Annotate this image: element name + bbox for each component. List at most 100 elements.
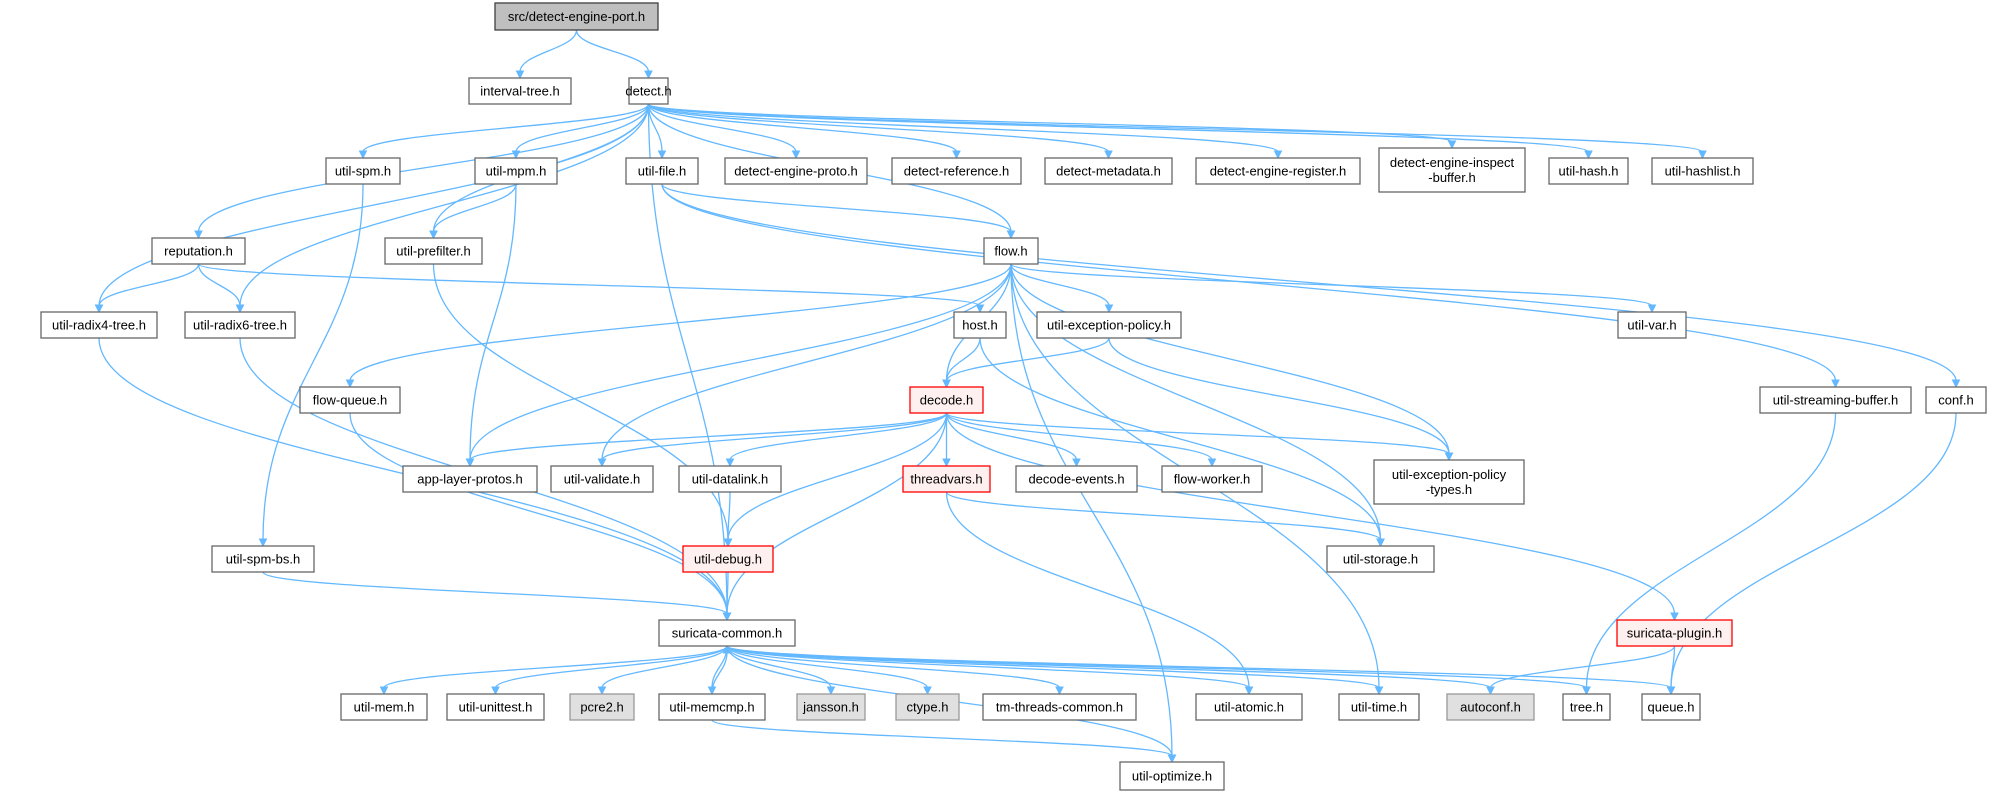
- edge-suricata-common-to-ctype: [726, 645, 932, 696]
- node-suricata-common[interactable]: suricata-common.h: [658, 619, 796, 647]
- node-box: [1338, 693, 1420, 721]
- edge-detect-to-detect-reference: [647, 103, 961, 160]
- node-tm-threads-common[interactable]: tm-threads-common.h: [982, 693, 1137, 721]
- node-root[interactable]: src/detect-engine-port.h: [494, 2, 659, 31]
- node-detect-metadata[interactable]: detect-metadata.h: [1044, 157, 1173, 185]
- edge-suricata-common-to-util-unittest: [491, 645, 728, 696]
- edge-util-memcmp-to-suricata-common: [711, 644, 732, 695]
- node-util-validate[interactable]: util-validate.h: [550, 465, 654, 493]
- node-decode-events[interactable]: decode-events.h: [1015, 465, 1138, 493]
- node-util-debug[interactable]: util-debug.h: [682, 545, 774, 573]
- node-flow[interactable]: flow.h: [983, 237, 1039, 265]
- node-detect-reference[interactable]: detect-reference.h: [891, 157, 1022, 185]
- node-label: util-unittest.h: [459, 700, 533, 715]
- node-util-datalink[interactable]: util-datalink.h: [678, 465, 782, 493]
- node-util-storage[interactable]: util-storage.h: [1326, 545, 1435, 573]
- edge-conf-to-queue: [1666, 412, 1957, 696]
- node-flow-queue[interactable]: flow-queue.h: [299, 386, 401, 414]
- node-util-prefilter[interactable]: util-prefilter.h: [384, 237, 483, 265]
- node-util-exception-policy-types[interactable]: util-exception-policy-types.h: [1373, 459, 1525, 505]
- node-ctype[interactable]: ctype.h: [895, 693, 960, 721]
- node-label: util-prefilter.h: [396, 244, 470, 259]
- node-label-line: util-exception-policy: [1392, 467, 1507, 482]
- node-util-mpm[interactable]: util-mpm.h: [474, 157, 558, 185]
- edge-decode-to-suricata-common: [722, 412, 948, 622]
- node-box: [468, 77, 572, 105]
- node-util-spm-bs[interactable]: util-spm-bs.h: [211, 545, 315, 573]
- node-label: util-storage.h: [1343, 552, 1418, 567]
- node-box: [1373, 459, 1525, 505]
- node-util-exception-policy[interactable]: util-exception-policy.h: [1036, 311, 1182, 339]
- node-detect-engine-register[interactable]: detect-engine-register.h: [1195, 157, 1361, 185]
- node-util-hash[interactable]: util-hash.h: [1548, 157, 1629, 185]
- node-decode[interactable]: decode.h: [909, 386, 984, 414]
- node-detect-engine-proto[interactable]: detect-engine-proto.h: [724, 157, 868, 185]
- node-label: detect-metadata.h: [1056, 164, 1161, 179]
- edge-util-streaming-buffer-to-tree: [1582, 412, 1837, 696]
- node-util-radix4-tree[interactable]: util-radix4-tree.h: [40, 311, 158, 339]
- node-reputation[interactable]: reputation.h: [151, 237, 246, 265]
- node-label: util-spm-bs.h: [226, 552, 300, 567]
- edge-decode-to-suricata-plugin: [945, 412, 1679, 622]
- node-queue[interactable]: queue.h: [1641, 693, 1701, 721]
- node-util-var[interactable]: util-var.h: [1617, 311, 1687, 339]
- node-detect-engine-inspect-buffer[interactable]: detect-engine-inspect-buffer.h: [1378, 147, 1526, 193]
- edge-detect-to-reputation: [194, 103, 650, 240]
- node-label: util-radix4-tree.h: [52, 318, 146, 333]
- edge-decode-to-app-layer-protos: [465, 412, 948, 468]
- node-tree[interactable]: tree.h: [1562, 693, 1611, 721]
- node-host[interactable]: host.h: [953, 311, 1007, 339]
- node-box: [625, 157, 699, 185]
- node-util-optimize[interactable]: util-optimize.h: [1119, 761, 1225, 791]
- node-label: tree.h: [1570, 700, 1603, 715]
- node-flow-worker[interactable]: flow-worker.h: [1161, 465, 1263, 493]
- node-util-atomic[interactable]: util-atomic.h: [1195, 693, 1303, 721]
- node-box: [1641, 693, 1701, 721]
- node-box: [569, 693, 635, 721]
- node-box: [325, 157, 401, 185]
- node-util-mem[interactable]: util-mem.h: [340, 693, 428, 721]
- node-util-time[interactable]: util-time.h: [1338, 693, 1420, 721]
- node-util-hashlist[interactable]: util-hashlist.h: [1651, 157, 1754, 185]
- node-label: suricata-plugin.h: [1627, 626, 1722, 641]
- node-util-radix6-tree[interactable]: util-radix6-tree.h: [184, 311, 296, 339]
- node-label-line: detect-engine-inspect: [1390, 155, 1515, 170]
- node-box: [494, 2, 659, 31]
- edge-util-file-to-flow: [661, 183, 1016, 240]
- node-threadvars[interactable]: threadvars.h: [902, 465, 991, 493]
- node-suricata-plugin[interactable]: suricata-plugin.h: [1616, 619, 1733, 647]
- edge-util-exception-policy-to-decode: [942, 337, 1110, 389]
- node-util-spm[interactable]: util-spm.h: [325, 157, 401, 185]
- edge-decode-to-util-datalink: [725, 412, 948, 468]
- edge-reputation-to-host: [197, 263, 985, 314]
- node-app-layer-protos[interactable]: app-layer-protos.h: [402, 465, 538, 493]
- edge-host-to-util-storage: [979, 337, 1385, 548]
- edge-detect-to-detect-engine-inspect-buffer: [647, 103, 1457, 150]
- node-label: util-optimize.h: [1132, 769, 1212, 784]
- edges-layer: [94, 29, 1961, 764]
- node-conf[interactable]: conf.h: [1925, 386, 1987, 414]
- edge-decode-to-flow-worker: [945, 412, 1217, 468]
- node-box: [474, 157, 558, 185]
- node-label: util-exception-policy.h: [1047, 318, 1171, 333]
- edge-detect-to-util-radix4-tree: [94, 103, 650, 314]
- edge-reputation-to-util-radix6-tree: [197, 263, 245, 314]
- node-jansson[interactable]: jansson.h: [796, 693, 866, 721]
- node-util-streaming-buffer[interactable]: util-streaming-buffer.h: [1759, 386, 1912, 414]
- edge-flow-to-util-var: [1010, 263, 1657, 314]
- node-label: util-datalink.h: [692, 472, 769, 487]
- node-util-unittest[interactable]: util-unittest.h: [446, 693, 545, 721]
- node-util-file[interactable]: util-file.h: [625, 157, 699, 185]
- node-label: flow-queue.h: [313, 393, 387, 408]
- node-box: [340, 693, 428, 721]
- node-box: [909, 386, 984, 414]
- node-box: [953, 311, 1007, 339]
- edge-flow-to-util-exception-policy-types: [1010, 263, 1454, 462]
- node-autoconf[interactable]: autoconf.h: [1446, 693, 1535, 721]
- edge-decode-to-decode-events: [945, 412, 1081, 468]
- node-label: util-exception-policy-types.h: [1392, 467, 1507, 497]
- node-pcre2[interactable]: pcre2.h: [569, 693, 635, 721]
- node-interval-tree[interactable]: interval-tree.h: [468, 77, 572, 105]
- node-util-memcmp[interactable]: util-memcmp.h: [658, 693, 766, 721]
- node-detect[interactable]: detect.h: [625, 77, 672, 105]
